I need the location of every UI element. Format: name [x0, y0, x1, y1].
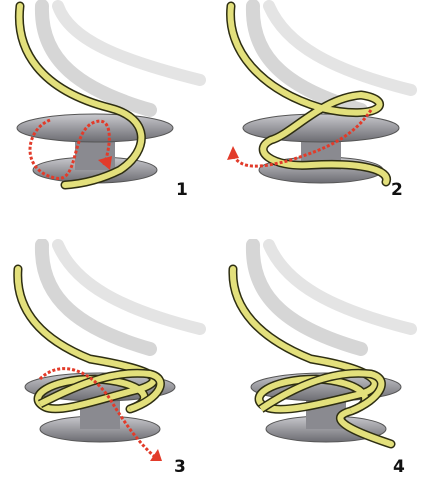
step-1-panel: 1 [0, 0, 211, 239]
step-4-panel: 4 [211, 239, 422, 478]
step-3-panel: 3 [0, 239, 211, 478]
step-number: 4 [393, 459, 405, 476]
step-2-panel: 2 [211, 0, 422, 239]
rope-shadow [58, 6, 200, 80]
arrow-head-icon [227, 146, 239, 160]
arrow-head-icon [150, 449, 162, 461]
step-number: 2 [391, 182, 403, 199]
step-number: 1 [176, 182, 188, 199]
step-number: 3 [174, 459, 186, 476]
